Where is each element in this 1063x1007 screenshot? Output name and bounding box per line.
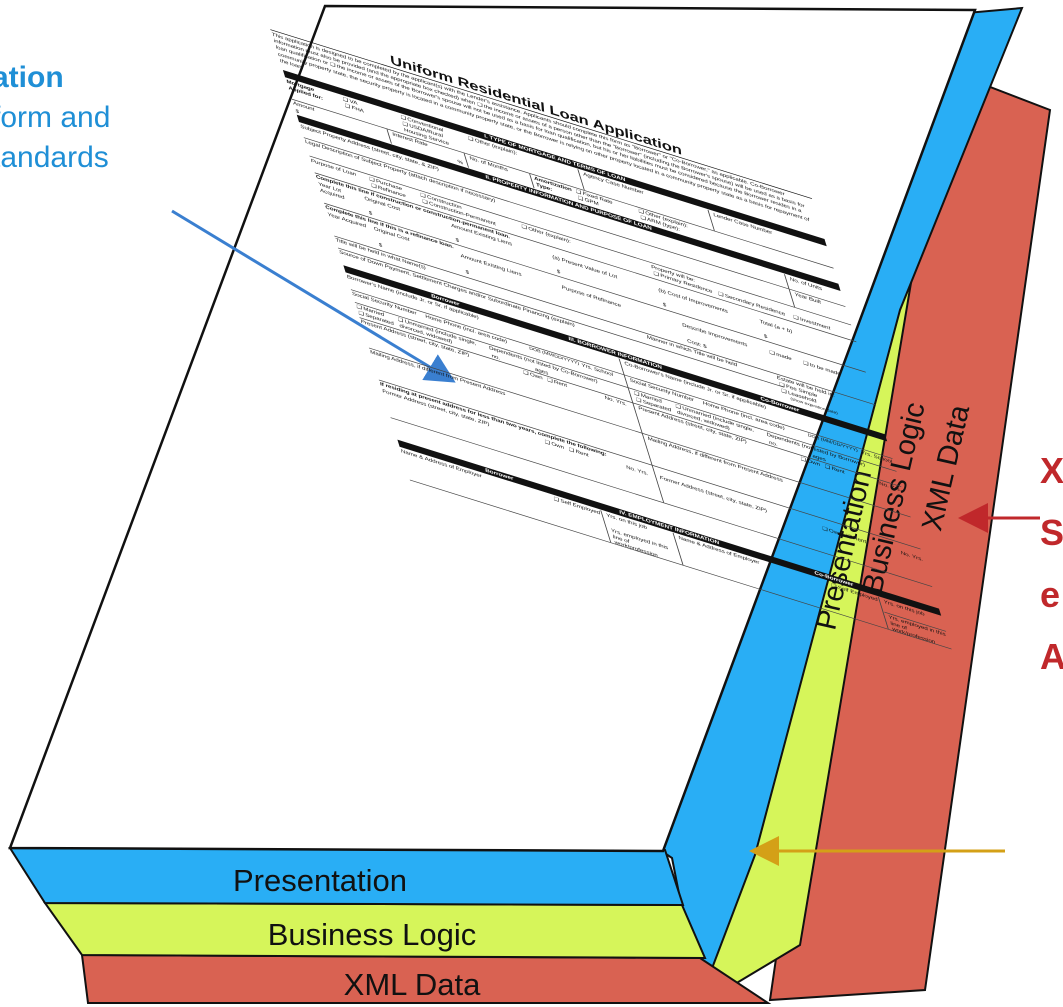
purpose-refinance-field[interactable]: Purpose of Refinance (560, 284, 622, 309)
xml-data-callout: X S e A (1040, 440, 1063, 688)
xml-data-front-label: XML Data (344, 967, 481, 1002)
co-former-rent-checkbox[interactable]: ❑ Rent (845, 533, 868, 545)
former-no-yrs-field[interactable]: No. Yrs. (625, 464, 650, 477)
made-checkbox[interactable]: ❑ made (768, 349, 793, 362)
xml-callout-line-1: X (1040, 450, 1063, 491)
co-yrs-school-field[interactable]: Yrs. School (860, 449, 894, 466)
presentation-callout: ation form and tandards (0, 58, 110, 178)
former-address-field[interactable]: Former Address (street, city, state, ZIP… (381, 388, 491, 428)
dollar-6: $ (377, 242, 384, 249)
dollar-7: $ (464, 269, 470, 276)
xml-callout-line-4: A (1040, 636, 1063, 677)
xml-callout-line-3: e (1040, 574, 1061, 615)
co-former-address-field[interactable]: Former Address (street, city, state, ZIP… (659, 475, 768, 515)
presentation-arrow (171, 209, 456, 383)
co-former-no-yrs-field[interactable]: No. Yrs. (899, 550, 924, 563)
borrower-label-4: Borrower (484, 467, 515, 482)
business-logic-front-label: Business Logic (268, 917, 477, 952)
presentation-front-label: Presentation (233, 863, 407, 898)
callout-line-2: form and (0, 101, 111, 134)
co-former-own-checkbox[interactable]: ❑ Own (820, 525, 843, 538)
xml-callout-line-2: S (1040, 512, 1063, 553)
callout-line-3: tandards (0, 141, 109, 174)
callout-line-1: ation (0, 61, 64, 94)
